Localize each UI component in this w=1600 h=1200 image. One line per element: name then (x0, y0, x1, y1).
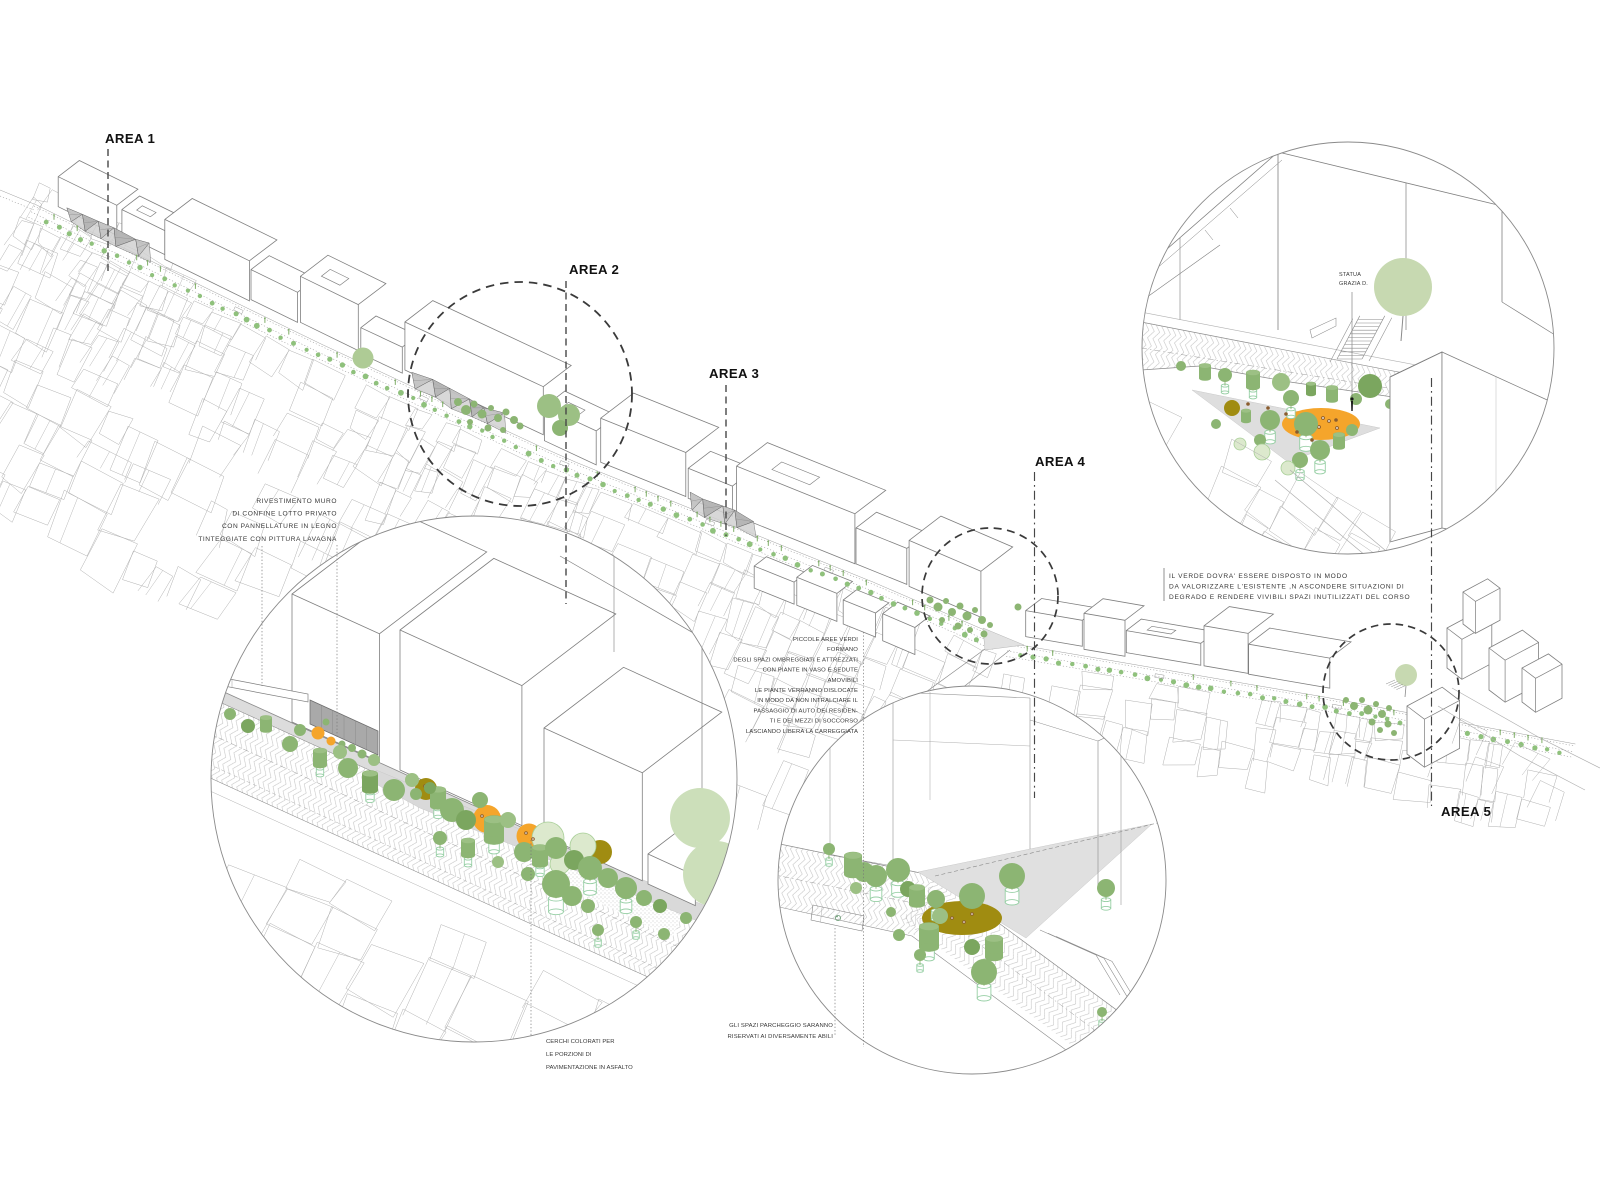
svg-text:IL VERDE DOVRA' ESSERE DISPOS: IL VERDE DOVRA' ESSERE DISPOSTO IN MODO (1169, 573, 1348, 580)
svg-text:TINTEGGIATE CON PITTURA LAVAGN: TINTEGGIATE CON PITTURA LAVAGNA (198, 536, 337, 543)
svg-text:AREA 3: AREA 3 (709, 366, 759, 381)
svg-text:RISERVATI AI DIVERSAMENTE ABIL: RISERVATI AI DIVERSAMENTE ABILI (728, 1034, 834, 1040)
svg-text:DI CONFINE LOTTO PRIVATO: DI CONFINE LOTTO PRIVATO (232, 511, 337, 518)
svg-text:AREA 2: AREA 2 (569, 262, 619, 277)
svg-text:PASSAGGIO DI AUTO DEI RESIDEN-: PASSAGGIO DI AUTO DEI RESIDEN- (753, 708, 858, 714)
svg-text:RIVESTIMENTO MURO: RIVESTIMENTO MURO (256, 498, 337, 505)
svg-text:LE PIANTE VERRANNO DISLOCATE: LE PIANTE VERRANNO DISLOCATE (755, 688, 858, 694)
svg-text:LASCIANDO LIBERA LA CARREGGIAT: LASCIANDO LIBERA LA CARREGGIATA (746, 729, 858, 735)
svg-text:CON PANNELLATURE IN LEGNO: CON PANNELLATURE IN LEGNO (222, 523, 337, 530)
svg-text:CERCHI COLORATI PER: CERCHI COLORATI PER (546, 1039, 615, 1045)
svg-text:LE PORZIONI DI: LE PORZIONI DI (546, 1052, 592, 1058)
svg-text:AMOVIBILI: AMOVIBILI (827, 678, 858, 684)
svg-text:IN MODO DA NON INTRALCIARE IL: IN MODO DA NON INTRALCIARE IL (757, 698, 858, 704)
svg-text:AREA 5: AREA 5 (1441, 804, 1491, 819)
svg-text:STATUA: STATUA (1339, 272, 1361, 278)
svg-text:FORMANO: FORMANO (827, 647, 858, 653)
svg-text:AREA 4: AREA 4 (1035, 454, 1086, 469)
svg-text:DEGRADO E RENDERE VIVIBILI SPA: DEGRADO E RENDERE VIVIBILI SPAZI INUTILI… (1169, 594, 1410, 601)
svg-text:AREA 1: AREA 1 (105, 131, 155, 146)
svg-text:GRAZIA D.: GRAZIA D. (1339, 281, 1368, 287)
svg-text:PICCOLE AREE VERDI: PICCOLE AREE VERDI (793, 637, 858, 643)
svg-text:DEGLI SPAZI OMBREGGIATI E ATTR: DEGLI SPAZI OMBREGGIATI E ATTREZZATI (733, 657, 858, 663)
svg-text:CON PIANTE IN VASO E SEDUTE: CON PIANTE IN VASO E SEDUTE (763, 668, 858, 674)
svg-text:PAVIMENTAZIONE IN ASFALTO: PAVIMENTAZIONE IN ASFALTO (546, 1065, 633, 1071)
svg-text:DA VALORIZZARE L'ESISTENTE ,N: DA VALORIZZARE L'ESISTENTE ,N ASCONDERE … (1169, 584, 1404, 591)
svg-text:TI E DEI MEZZI DI SOCCORSO: TI E DEI MEZZI DI SOCCORSO (770, 719, 859, 725)
svg-text:GLI SPAZI PARCHEGGIO SARANNO: GLI SPAZI PARCHEGGIO SARANNO (729, 1023, 833, 1029)
